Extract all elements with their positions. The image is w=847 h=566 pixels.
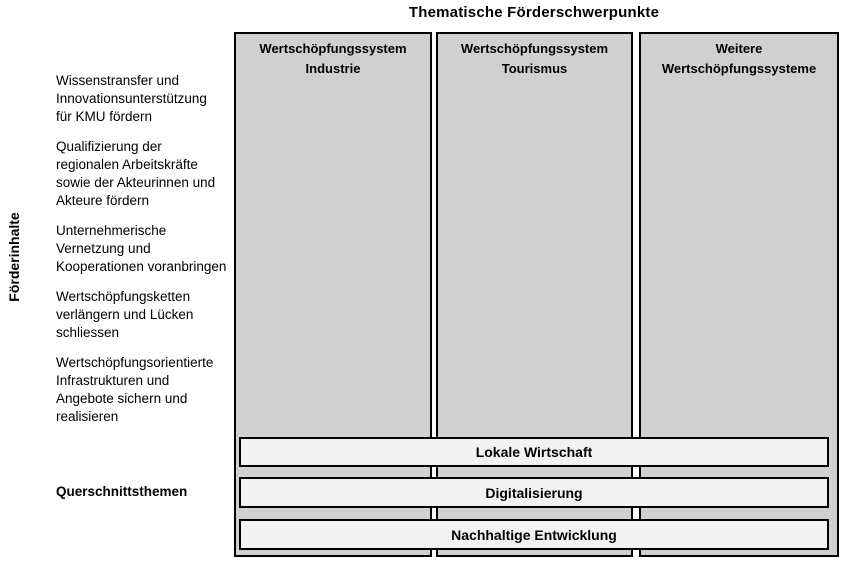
column-wertschoepfungssystem-industrie: Wertschöpfungssystem Industrie <box>234 32 432 557</box>
funding-content-item: Wertschöpfungsorientierte Infrastrukture… <box>56 355 214 424</box>
theme-bar-digitalisierung: Digitalisierung <box>239 477 829 508</box>
page-title: Thematische Förderschwerpunkte <box>408 4 660 21</box>
funding-contents-list: Wissenstransfer und Innovationsunterstüt… <box>56 72 236 438</box>
funding-content-item: Qualifizierung der regionalen Arbeitskrä… <box>56 139 216 208</box>
querschnittsthemen-label: Querschnittsthemen <box>56 484 188 499</box>
funding-content-item: Wissenstransfer und Innovationsunterstüt… <box>56 73 207 124</box>
funding-content-item: Unternehmerische Vernetzung und Kooperat… <box>56 223 227 274</box>
column-weitere-wertschoepfungssysteme: Weitere Wertschöpfungssysteme <box>639 32 839 557</box>
column-header: Weitere Wertschöpfungssysteme <box>661 41 817 76</box>
theme-bar-lokale-wirtschaft: Lokale Wirtschaft <box>239 437 829 467</box>
column-header: Wertschöpfungssystem Tourismus <box>460 41 609 76</box>
theme-bar-nachhaltige-entwicklung: Nachhaltige Entwicklung <box>239 519 829 550</box>
column-header: Wertschöpfungssystem Industrie <box>259 41 407 76</box>
foerderinhalte-axis-label: Förderinhalte <box>6 212 22 302</box>
funding-content-item: Wertschöpfungsketten verlängern und Lück… <box>56 289 194 340</box>
column-wertschoepfungssystem-tourismus: Wertschöpfungssystem Tourismus <box>436 32 633 557</box>
